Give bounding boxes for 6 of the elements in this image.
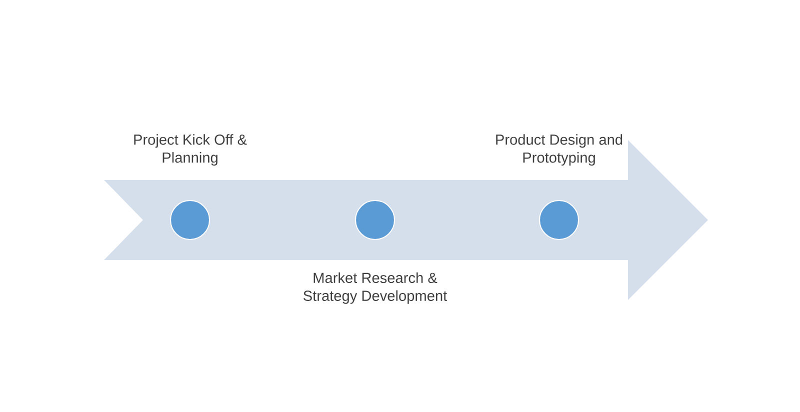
milestone-dot <box>354 200 396 240</box>
milestone-label: Project Kick Off & Planning <box>134 134 247 166</box>
milestone-label: Market Research & Strategy Development <box>304 272 448 304</box>
milestone-label: Product Design and Prototyping <box>496 134 622 166</box>
milestone-dot <box>170 200 210 240</box>
milestone-dot <box>538 200 580 240</box>
